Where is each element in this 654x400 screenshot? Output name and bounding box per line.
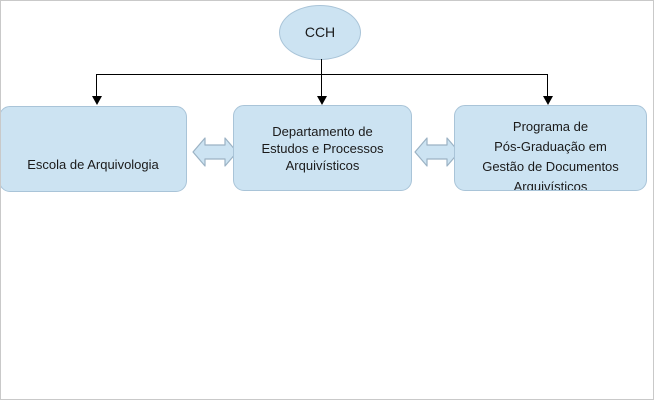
connector-stem-cch <box>321 59 322 75</box>
down-arrow-departamento-icon <box>317 96 327 105</box>
bidirectional-arrow-left-icon <box>191 131 239 173</box>
down-arrow-escola-icon <box>92 96 102 105</box>
connector-drop-programa <box>547 74 548 98</box>
node-programa[interactable]: Programa de Pós-Graduação em Gestão de D… <box>454 105 647 191</box>
node-departamento[interactable]: Departamento de Estudos e Processos Arqu… <box>233 105 412 191</box>
node-programa-label: Programa de Pós-Graduação em Gestão de D… <box>482 119 619 191</box>
connector-drop-departamento <box>321 74 322 98</box>
node-cch[interactable]: CCH <box>279 5 361 60</box>
connector-drop-escola <box>96 74 97 98</box>
down-arrow-programa-icon <box>543 96 553 105</box>
node-cch-label: CCH <box>304 24 336 40</box>
node-departamento-label: Departamento de Estudos e Processos Arqu… <box>261 123 384 173</box>
connector-horizontal-bus <box>96 74 548 75</box>
node-escola[interactable]: Escola de Arquivologia <box>1 106 187 192</box>
node-escola-label: Escola de Arquivologia <box>27 157 159 172</box>
